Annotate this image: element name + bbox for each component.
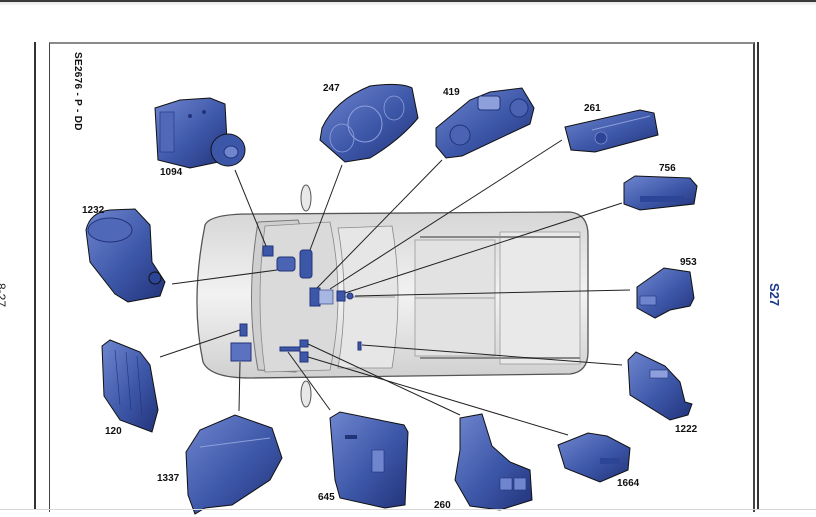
leader-756: [344, 202, 623, 294]
marker-1094: [262, 245, 274, 257]
label-261: 261: [584, 103, 601, 114]
leader-1094: [234, 169, 267, 247]
viewer-top-border: [0, 0, 816, 2]
leader-1232: [171, 269, 278, 285]
vehicle-component-markers: [230, 245, 362, 363]
marker-1664: [299, 351, 309, 363]
marker-1222: [357, 341, 362, 351]
leader-419: [316, 159, 443, 289]
leader-261: [329, 139, 563, 290]
marker-645: [279, 346, 301, 352]
leader-lines: [159, 139, 631, 436]
marker-953: [346, 292, 354, 300]
label-756: 756: [659, 163, 676, 174]
component-261-radio: [564, 109, 659, 153]
leader-247: [309, 164, 343, 251]
vehicle-top-view: [196, 184, 589, 408]
label-1094: 1094: [160, 167, 183, 178]
label-419: 419: [443, 87, 460, 98]
leader-645: [287, 351, 331, 411]
label-1664: 1664: [617, 478, 640, 489]
leader-120: [159, 329, 241, 358]
right-margin-rule: [757, 42, 759, 510]
leader-1337: [238, 361, 241, 412]
diagram-frame: [49, 42, 755, 512]
label-1232: 1232: [82, 205, 105, 216]
component-1222-module: [627, 351, 693, 421]
label-1222: 1222: [675, 424, 698, 435]
component-247-instrument-cluster: [319, 83, 419, 163]
leader-1664: [307, 356, 569, 436]
marker-120: [239, 323, 248, 337]
component-120-bcm: [101, 339, 159, 433]
marker-260: [299, 339, 309, 348]
marker-radio: [318, 289, 334, 305]
viewer-top-shadow: [0, 2, 816, 6]
component-419-climate-panel: [435, 87, 535, 159]
component-1337-module: [185, 414, 283, 515]
label-953: 953: [680, 257, 697, 268]
component-1094-abs-unit: [154, 97, 246, 169]
component-1664-module: [557, 432, 631, 483]
component-1232-steering-motor: [85, 208, 166, 303]
component-756-module: [623, 175, 698, 211]
label-120: 120: [105, 426, 122, 437]
marker-247: [299, 249, 313, 279]
component-953-module: [636, 267, 695, 319]
label-645: 645: [318, 492, 335, 503]
marker-419-261: [309, 287, 321, 307]
mirror-right: [300, 380, 312, 408]
component-645-bsi: [329, 411, 409, 509]
marker-756-953: [336, 290, 346, 302]
viewer-bottom-edge: [0, 509, 816, 510]
label-247: 247: [323, 83, 340, 94]
marker-1337: [230, 342, 252, 362]
label-260: 260: [434, 500, 451, 511]
component-260-fuse-box: [454, 413, 533, 511]
cargo-area: [499, 231, 581, 365]
leader-953: [354, 289, 631, 297]
marker-1232: [276, 256, 296, 272]
left-margin-rule: [34, 42, 36, 510]
leader-1222: [361, 344, 623, 366]
label-1337: 1337: [157, 473, 180, 484]
mirror-left: [300, 184, 312, 212]
